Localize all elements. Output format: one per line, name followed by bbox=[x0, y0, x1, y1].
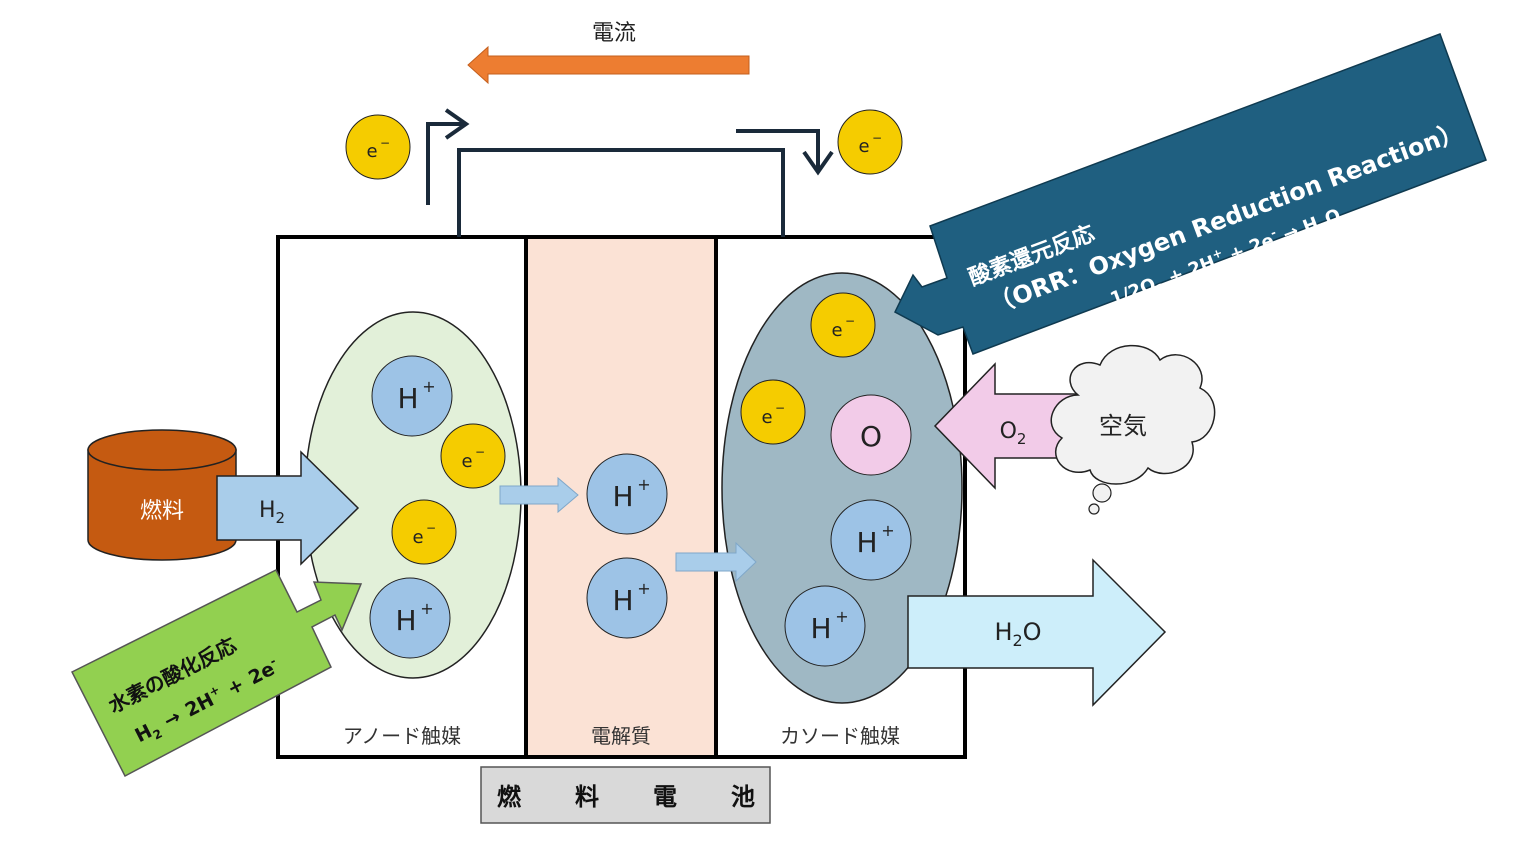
oxygen-atom: O bbox=[830, 394, 912, 476]
page-title: 燃 料 電 池 bbox=[497, 783, 755, 811]
svg-text:料: 料 bbox=[575, 783, 599, 811]
svg-text:H: H bbox=[612, 480, 633, 513]
proton: H + bbox=[586, 557, 668, 639]
svg-text:H2: H2 bbox=[259, 498, 285, 527]
proton-transfer-arrow-1 bbox=[499, 476, 579, 514]
cathode-section-label: カソード触媒 bbox=[780, 724, 900, 748]
electron-in-arrow bbox=[736, 129, 834, 176]
svg-text:−: − bbox=[872, 131, 882, 145]
electron: e − bbox=[837, 109, 903, 175]
svg-text:−: − bbox=[380, 136, 390, 150]
external-circuit-wire bbox=[457, 148, 785, 237]
svg-text:H: H bbox=[810, 612, 831, 645]
current-label: 電流 bbox=[592, 21, 636, 46]
svg-text:O2: O2 bbox=[1000, 419, 1027, 448]
proton: H + bbox=[586, 453, 668, 535]
anode-section-label: アノード触媒 bbox=[343, 724, 461, 748]
hor-callout: 水素の酸化反応 H2→2H++2e- bbox=[70, 568, 363, 778]
svg-text:+: + bbox=[881, 521, 894, 540]
current-arrow bbox=[467, 45, 750, 85]
electron: e − bbox=[740, 379, 806, 445]
svg-text:+: + bbox=[637, 579, 650, 598]
svg-text:H: H bbox=[395, 604, 416, 637]
svg-text:e: e bbox=[858, 136, 869, 157]
electron: e − bbox=[440, 423, 506, 489]
svg-text:e: e bbox=[366, 141, 377, 162]
svg-text:−: − bbox=[426, 521, 436, 535]
fuel-label: 燃料 bbox=[140, 499, 184, 524]
electron: e − bbox=[391, 499, 457, 565]
svg-text:e: e bbox=[761, 407, 772, 428]
svg-text:池: 池 bbox=[731, 783, 755, 811]
svg-text:e: e bbox=[831, 320, 842, 341]
proton: H + bbox=[830, 499, 912, 581]
svg-text:+: + bbox=[637, 475, 650, 494]
svg-text:+: + bbox=[835, 607, 848, 626]
electron: e − bbox=[345, 114, 411, 180]
orr-callout: 酸素還元反応 （ORR：Oxygen Reduction Reaction） 1… bbox=[894, 33, 1487, 355]
svg-text:e: e bbox=[461, 451, 472, 472]
svg-text:H: H bbox=[612, 584, 633, 617]
svg-text:+: + bbox=[422, 377, 435, 396]
cathode-catalyst-zone bbox=[721, 272, 963, 704]
svg-text:−: − bbox=[475, 445, 485, 459]
air-cloud: 空気 bbox=[1050, 344, 1216, 515]
svg-text:−: − bbox=[845, 314, 855, 328]
electrolyte-section-label: 電解質 bbox=[591, 724, 651, 748]
svg-text:+: + bbox=[420, 599, 433, 618]
svg-text:e: e bbox=[412, 527, 423, 548]
electron-out-arrow bbox=[426, 108, 470, 205]
proton: H + bbox=[784, 585, 866, 667]
hydrogen-inflow-arrow: H2 bbox=[216, 450, 360, 566]
svg-text:H: H bbox=[397, 382, 418, 415]
svg-text:燃: 燃 bbox=[497, 783, 522, 811]
proton: H + bbox=[369, 577, 451, 659]
title-box bbox=[480, 766, 771, 824]
svg-text:−: − bbox=[775, 401, 785, 415]
svg-text:H2O: H2O bbox=[994, 618, 1041, 650]
air-label: 空気 bbox=[1099, 412, 1147, 440]
svg-text:H: H bbox=[856, 526, 877, 559]
electron: e − bbox=[810, 292, 876, 358]
water-outflow-arrow: H2O bbox=[907, 558, 1167, 707]
fuel-tank: 燃料 bbox=[87, 429, 237, 561]
proton-transfer-arrow-2 bbox=[675, 541, 757, 583]
proton: H + bbox=[371, 355, 453, 437]
svg-text:O: O bbox=[860, 420, 882, 453]
svg-text:電: 電 bbox=[653, 783, 677, 811]
